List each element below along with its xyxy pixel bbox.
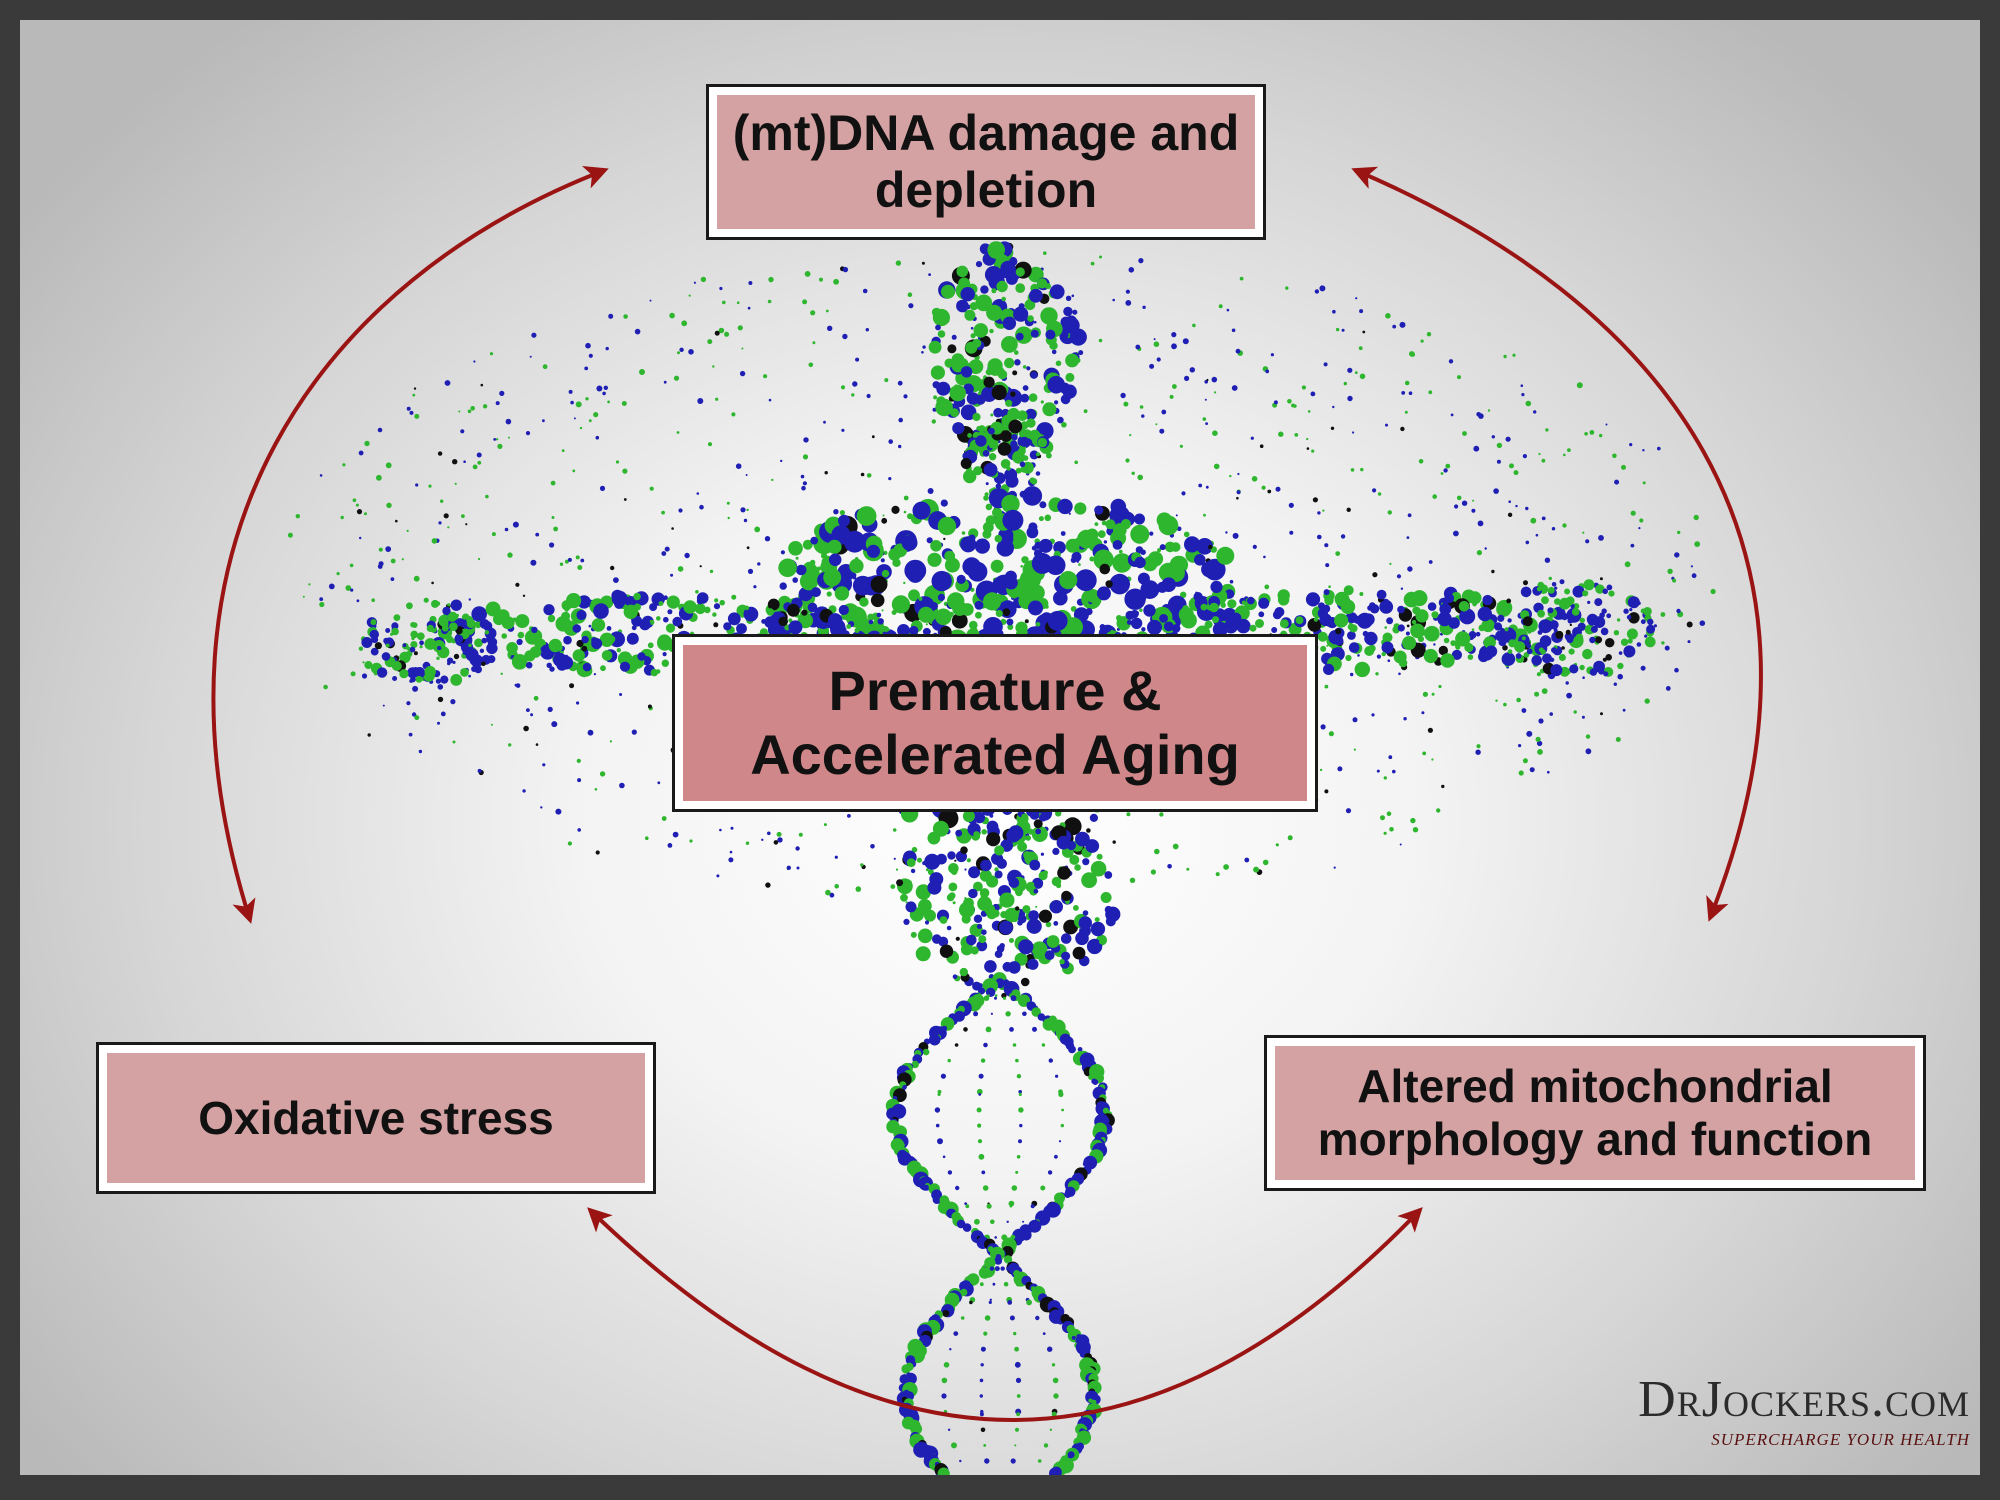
logo-tagline-text: SUPERCHARGE YOUR HEALTH (1711, 1430, 1970, 1449)
diagram-canvas: (mt)DNA damage and depletion Premature &… (20, 20, 1980, 1475)
brand-logo: DrJockers.com SUPERCHARGE YOUR HEALTH (1580, 1374, 1970, 1450)
node-mitochondrial-morphology-label: Altered mitochondrial morphology and fun… (1275, 1046, 1915, 1180)
logo-brand-text: DrJockers.com (1638, 1371, 1970, 1428)
arrow-top-left (211, 166, 609, 924)
node-mitochondrial-morphology: Altered mitochondrial morphology and fun… (1264, 1035, 1926, 1191)
node-oxidative-stress-label: Oxidative stress (107, 1053, 645, 1183)
node-premature-aging-label: Premature & Accelerated Aging (683, 645, 1307, 801)
arrow-top-right (1351, 166, 1763, 922)
node-mtdna-damage-label: (mt)DNA damage and depletion (717, 95, 1255, 229)
node-premature-aging: Premature & Accelerated Aging (672, 634, 1318, 812)
arrow-left-right (587, 1207, 1423, 1422)
node-mtdna-damage: (mt)DNA damage and depletion (706, 84, 1266, 240)
node-oxidative-stress: Oxidative stress (96, 1042, 656, 1194)
particle-figure-illustration (287, 241, 1716, 1475)
